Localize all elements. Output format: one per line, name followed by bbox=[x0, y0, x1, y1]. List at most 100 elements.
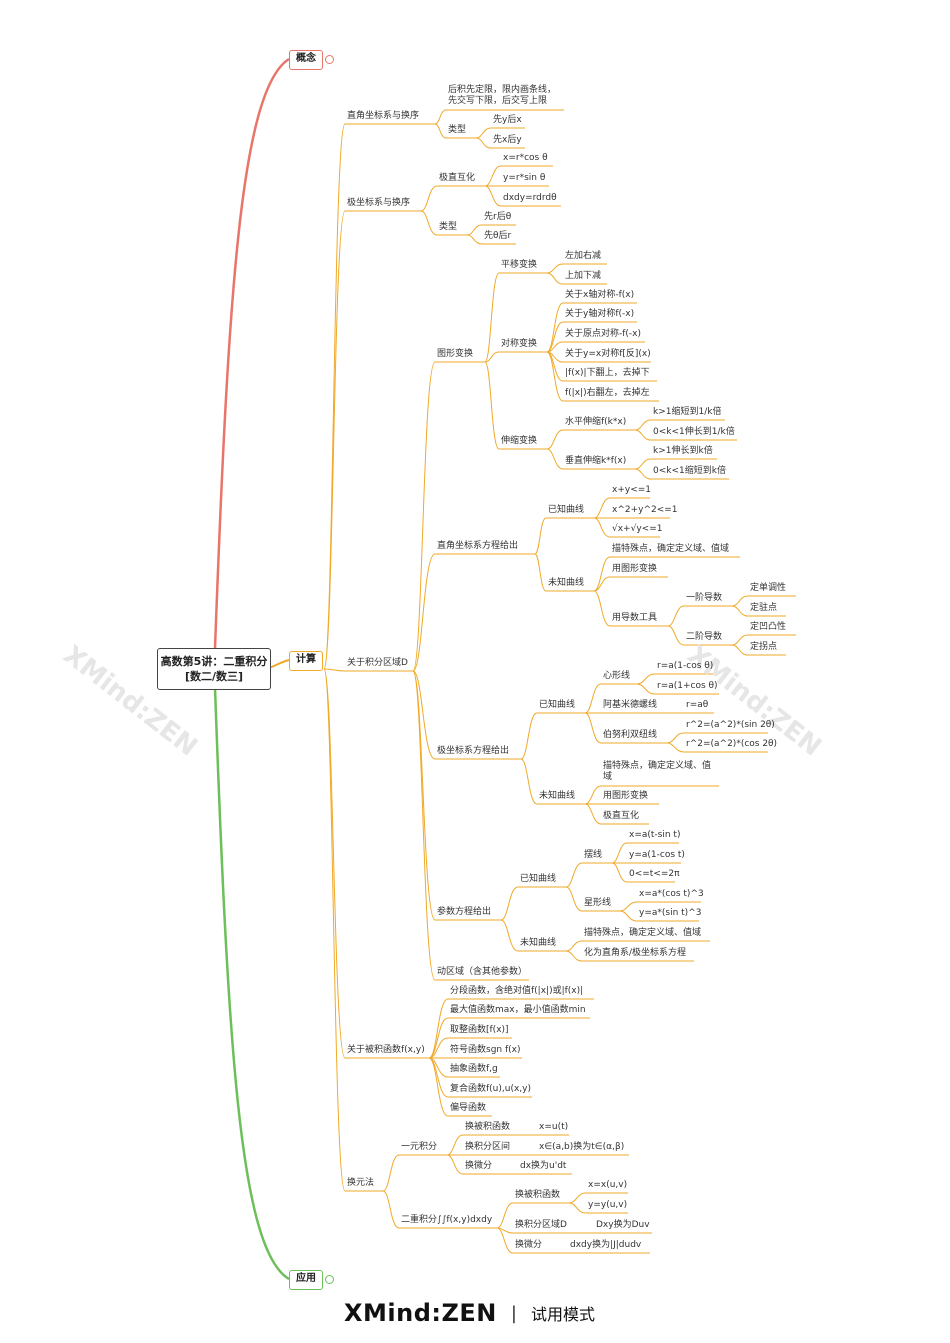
main-topic-apply[interactable]: 应用 bbox=[289, 1270, 323, 1290]
topic-n58[interactable]: 未知曲线 bbox=[539, 791, 576, 801]
topic-n23[interactable]: 关于y=x对称f[反](x) bbox=[565, 349, 651, 359]
topic-n64[interactable]: 摆线 bbox=[584, 850, 603, 860]
topic-n76[interactable]: 分段函数，含绝对值f(|x|)或|f(x)| bbox=[450, 986, 584, 996]
topic-n90[interactable]: dx换为u'dt bbox=[520, 1161, 567, 1171]
topic-n59[interactable]: 描特殊点，确定定义域、值域 bbox=[603, 761, 712, 782]
topic-n92[interactable]: 换被积函数 bbox=[515, 1190, 561, 1200]
concept-collapse-icon[interactable] bbox=[325, 55, 334, 64]
topic-n74[interactable]: 动区域（含其他参数） bbox=[437, 967, 528, 977]
topic-n47[interactable]: 定拐点 bbox=[750, 642, 778, 652]
topic-n57[interactable]: r^2=(a^2)*(cos 2θ) bbox=[686, 739, 778, 749]
topic-n96[interactable]: Dxy换为Duv bbox=[596, 1220, 650, 1230]
topic-n67[interactable]: 0<=t<=2π bbox=[629, 869, 680, 879]
topic-n46[interactable]: 定凹凸性 bbox=[750, 622, 787, 632]
topic-n38[interactable]: 未知曲线 bbox=[548, 578, 585, 588]
topic-n83[interactable]: 换元法 bbox=[347, 1178, 375, 1188]
topic-n60[interactable]: 用图形变换 bbox=[603, 791, 649, 801]
topic-n52[interactable]: r=a(1+cos θ) bbox=[657, 681, 718, 691]
topic-n5[interactable]: 先x后y bbox=[493, 135, 522, 145]
topic-n9[interactable]: y=r*sin θ bbox=[503, 173, 546, 183]
topic-n62[interactable]: 参数方程给出 bbox=[437, 907, 492, 917]
topic-n1[interactable]: 直角坐标系与换序 bbox=[347, 111, 420, 121]
topic-n2[interactable]: 后积先定限，限内画条线，先交写下限，后交写上限 bbox=[448, 85, 557, 106]
topic-n7[interactable]: 极直互化 bbox=[439, 173, 476, 183]
topic-n20[interactable]: 关于x轴对称-f(x) bbox=[565, 290, 635, 300]
topic-n44[interactable]: 定驻点 bbox=[750, 603, 778, 613]
topic-n54[interactable]: r=aθ bbox=[686, 700, 709, 710]
topic-n85[interactable]: 换被积函数 bbox=[465, 1122, 511, 1132]
topic-n48[interactable]: 极坐标系方程给出 bbox=[437, 746, 510, 756]
topic-n87[interactable]: 换积分区间 bbox=[465, 1142, 511, 1152]
topic-n84[interactable]: 一元积分 bbox=[401, 1142, 438, 1152]
topic-n70[interactable]: y=a*(sin t)^3 bbox=[639, 908, 702, 918]
topic-n66[interactable]: y=a(1-cos t) bbox=[629, 850, 685, 860]
topic-n81[interactable]: 复合函数f(u),u(x,y) bbox=[450, 1084, 531, 1094]
topic-n3[interactable]: 类型 bbox=[448, 125, 467, 135]
topic-n56[interactable]: r^2=(a^2)*(sin 2θ) bbox=[686, 720, 775, 730]
topic-n27[interactable]: 水平伸缩f(k*x) bbox=[565, 417, 627, 427]
topic-n35[interactable]: x+y<=1 bbox=[612, 485, 652, 495]
topic-n34[interactable]: 已知曲线 bbox=[548, 505, 585, 515]
topic-n80[interactable]: 抽象函数f,g bbox=[450, 1064, 498, 1074]
topic-n26[interactable]: 伸缩变换 bbox=[501, 436, 538, 446]
topic-n18[interactable]: 上加下减 bbox=[565, 271, 602, 281]
topic-n53[interactable]: 阿基米德螺线 bbox=[603, 700, 658, 710]
topic-n79[interactable]: 符号函数sgn f(x) bbox=[450, 1045, 521, 1055]
topic-n45[interactable]: 二阶导数 bbox=[686, 632, 723, 642]
topic-n14[interactable]: 关于积分区域D bbox=[347, 658, 408, 668]
topic-n15[interactable]: 图形变换 bbox=[437, 349, 474, 359]
main-topic-concept[interactable]: 概念 bbox=[289, 50, 323, 70]
topic-n33[interactable]: 直角坐标系方程给出 bbox=[437, 541, 519, 551]
main-topic-compute[interactable]: 计算 bbox=[289, 651, 323, 671]
topic-n11[interactable]: 类型 bbox=[439, 222, 458, 232]
topic-n40[interactable]: 用图形变换 bbox=[612, 564, 658, 574]
topic-n69[interactable]: x=a*(cos t)^3 bbox=[639, 889, 704, 899]
topic-n63[interactable]: 已知曲线 bbox=[520, 874, 557, 884]
topic-n86[interactable]: x=u(t) bbox=[539, 1122, 569, 1132]
topic-n89[interactable]: 换微分 bbox=[465, 1161, 493, 1171]
topic-n65[interactable]: x=a(t-sin t) bbox=[629, 830, 681, 840]
topic-n72[interactable]: 描特殊点，确定定义域、值域 bbox=[584, 928, 702, 938]
topic-n91[interactable]: 二重积分∫∫f(x,y)dxdy bbox=[401, 1215, 493, 1225]
topic-n10[interactable]: dxdy=rdrdθ bbox=[503, 193, 557, 203]
topic-n94[interactable]: y=y(u,v) bbox=[588, 1200, 628, 1210]
topic-n8[interactable]: x=r*cos θ bbox=[503, 153, 548, 163]
topic-n21[interactable]: 关于y轴对称f(-x) bbox=[565, 309, 635, 319]
topic-n61[interactable]: 极直互化 bbox=[603, 811, 640, 821]
topic-n73[interactable]: 化为直角系/极坐标系方程 bbox=[584, 948, 687, 958]
topic-n50[interactable]: 心形线 bbox=[603, 671, 631, 681]
topic-n43[interactable]: 定单调性 bbox=[750, 583, 787, 593]
topic-n19[interactable]: 对称变换 bbox=[501, 339, 538, 349]
topic-n49[interactable]: 已知曲线 bbox=[539, 700, 576, 710]
topic-n31[interactable]: k>1伸长到k倍 bbox=[653, 446, 713, 456]
topic-n93[interactable]: x=x(u,v) bbox=[588, 1180, 628, 1190]
topic-n68[interactable]: 星形线 bbox=[584, 898, 612, 908]
topic-n42[interactable]: 一阶导数 bbox=[686, 593, 723, 603]
topic-n97[interactable]: 换微分 bbox=[515, 1240, 543, 1250]
topic-n39[interactable]: 描特殊点，确定定义域、值域 bbox=[612, 544, 730, 554]
topic-n22[interactable]: 关于原点对称-f(-x) bbox=[565, 329, 642, 339]
topic-n37[interactable]: √x+√y<=1 bbox=[612, 524, 663, 534]
topic-n25[interactable]: f(|x|)右翻左，去掉左 bbox=[565, 388, 650, 398]
topic-n16[interactable]: 平移变换 bbox=[501, 260, 538, 270]
topic-n24[interactable]: |f(x)|下翻上，去掉下 bbox=[565, 368, 650, 378]
topic-n95[interactable]: 换积分区域D bbox=[515, 1220, 567, 1230]
topic-n77[interactable]: 最大值函数max，最小值函数min bbox=[450, 1005, 586, 1015]
topic-n55[interactable]: 伯努利双纽线 bbox=[603, 730, 658, 740]
topic-n28[interactable]: k>1缩短到1/k倍 bbox=[653, 407, 722, 417]
central-topic[interactable]: 高数第5讲：二重积分[数二/数三] bbox=[157, 648, 271, 690]
topic-n71[interactable]: 未知曲线 bbox=[520, 938, 557, 948]
topic-n88[interactable]: x∈(a,b)换为t∈(α,β) bbox=[539, 1142, 625, 1152]
topic-n12[interactable]: 先r后θ bbox=[484, 212, 512, 222]
topic-n82[interactable]: 偏导函数 bbox=[450, 1103, 487, 1113]
topic-n30[interactable]: 垂直伸缩k*f(x) bbox=[565, 456, 627, 466]
topic-n6[interactable]: 极坐标系与换序 bbox=[347, 198, 411, 208]
topic-n51[interactable]: r=a(1-cos θ) bbox=[657, 661, 714, 671]
topic-n98[interactable]: dxdy换为|J|dudv bbox=[570, 1240, 642, 1250]
topic-n32[interactable]: 0<k<1缩短到k倍 bbox=[653, 466, 726, 476]
topic-n29[interactable]: 0<k<1伸长到1/k倍 bbox=[653, 427, 735, 437]
topic-n13[interactable]: 先θ后r bbox=[484, 231, 512, 241]
topic-n41[interactable]: 用导数工具 bbox=[612, 613, 658, 623]
topic-n36[interactable]: x^2+y^2<=1 bbox=[612, 505, 678, 515]
topic-n75[interactable]: 关于被积函数f(x,y) bbox=[347, 1045, 425, 1055]
